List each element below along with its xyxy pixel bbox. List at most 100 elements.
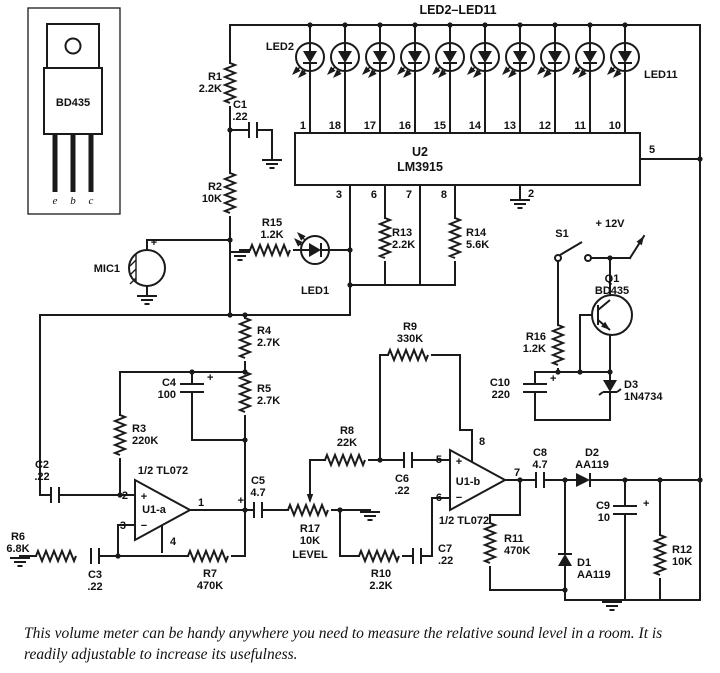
c9-plus: +: [643, 498, 649, 510]
c6-value: .22: [394, 485, 409, 497]
c6-ref: C6: [395, 473, 409, 485]
r11-resistor: [484, 522, 496, 564]
c5-plus: +: [238, 495, 244, 507]
r14-ref: R14: [466, 227, 487, 239]
r2-ref: R2: [208, 181, 222, 193]
d1-value: AA119: [577, 569, 611, 581]
s1-switch: [554, 241, 592, 262]
c5-value: 4.7: [250, 487, 265, 499]
u1a-opamp: [134, 478, 193, 542]
u2-pin1: 1: [300, 120, 306, 132]
c1-value: .22: [232, 111, 247, 123]
u2-pin8: 8: [441, 189, 447, 201]
labels: BD435 e b c LED2–LED11 LED2 LED11 1 18 1…: [6, 3, 692, 593]
c5-capacitor: [253, 501, 263, 519]
c3-value: .22: [87, 581, 102, 593]
u2-pin13: 13: [504, 120, 516, 132]
r7-value: 470K: [197, 580, 223, 592]
c7-capacitor: [412, 547, 422, 565]
mic1-plus: +: [151, 237, 157, 249]
package-pin-b: b: [70, 195, 76, 207]
u1a-pin2: 2: [122, 490, 128, 502]
r12-resistor: [654, 534, 666, 576]
led10-icon: [570, 43, 604, 80]
r17-ref: R17: [300, 523, 320, 535]
u1a-minus: −: [141, 520, 147, 532]
r5-ref: R5: [257, 383, 271, 395]
r7-ref: R7: [203, 568, 217, 580]
c10-ref: C10: [490, 377, 510, 389]
c10-plus: +: [550, 373, 556, 385]
u2-pin15: 15: [434, 120, 446, 132]
u1b-ref: U1-b: [456, 476, 481, 488]
led2-label: LED2: [266, 41, 294, 53]
q1-ref: Q1: [605, 273, 620, 285]
mic1-label: MIC1: [94, 263, 120, 275]
r3-resistor: [114, 414, 126, 456]
package-pin-e: e: [53, 195, 58, 207]
led8-icon: [500, 43, 534, 80]
r14-value: 5.6K: [466, 239, 489, 251]
r16-value: 1.2K: [523, 343, 546, 355]
mic1-microphone: [128, 249, 166, 287]
led1-label: LED1: [301, 285, 329, 297]
c9-ref: C9: [596, 500, 610, 512]
r9-ref: R9: [403, 321, 417, 333]
u2-pin17: 17: [364, 120, 376, 132]
caption: This volume meter can be handy anywhere …: [24, 625, 663, 663]
c4-plus: +: [207, 372, 213, 384]
led5-icon: [395, 43, 429, 80]
r16-resistor: [552, 324, 564, 366]
u2-pin10: 10: [609, 120, 621, 132]
r4-ref: R4: [257, 325, 272, 337]
r10-ref: R10: [371, 568, 391, 580]
r7-resistor: [187, 550, 229, 562]
r5-resistor: [239, 371, 251, 413]
led-range-label: LED2–LED11: [419, 3, 496, 17]
r11-ref: R11: [504, 533, 524, 545]
led1-icon: [292, 230, 329, 264]
q1-transistor: [591, 294, 633, 336]
r13-ref: R13: [392, 227, 412, 239]
u1a-ref: U1-a: [142, 504, 167, 516]
c9-capacitor: [612, 505, 638, 515]
r8-resistor: [324, 454, 366, 466]
led6-icon: [430, 43, 464, 80]
d2-ref: D2: [585, 447, 599, 459]
c1-capacitor: [248, 121, 258, 139]
u2-pin7: 7: [406, 189, 412, 201]
u2-pin12: 12: [539, 120, 551, 132]
u2-pin2: 2: [528, 188, 534, 200]
u1a-part: 1/2 TL072: [138, 465, 188, 477]
c4-value: 100: [158, 389, 176, 401]
r2-value: 10K: [202, 193, 222, 205]
r17-level-label: LEVEL: [292, 549, 328, 561]
c1-ref: C1: [233, 99, 247, 111]
r15-value: 1.2K: [260, 229, 283, 241]
r1-resistor: [224, 62, 236, 104]
u2-pin16: 16: [399, 120, 411, 132]
r11-value: 470K: [504, 545, 530, 557]
c3-capacitor: [90, 547, 100, 565]
u1b-pin6: 6: [436, 492, 442, 504]
u1a-pin1: 1: [198, 497, 204, 509]
r9-value: 330K: [397, 333, 423, 345]
u2-ref: U2: [412, 145, 428, 159]
d3-value: 1N4734: [624, 391, 663, 403]
r15-ref: R15: [262, 217, 282, 229]
bd435-package-drawing: [27, 7, 121, 215]
u2-pin3: 3: [336, 189, 342, 201]
c2-ref: C2: [35, 459, 49, 471]
u2-pin5: 5: [649, 144, 655, 156]
r5-value: 2.7K: [257, 395, 280, 407]
package-pin-c: c: [89, 195, 94, 207]
led9-icon: [535, 43, 569, 80]
u2-pin11: 11: [574, 120, 586, 132]
u1a-pin3: 3: [120, 520, 126, 532]
c9-value: 10: [598, 512, 610, 524]
led11-icon: [605, 43, 639, 80]
c7-ref: C7: [438, 543, 452, 555]
c3-ref: C3: [88, 569, 102, 581]
r10-value: 2.2K: [369, 580, 392, 592]
